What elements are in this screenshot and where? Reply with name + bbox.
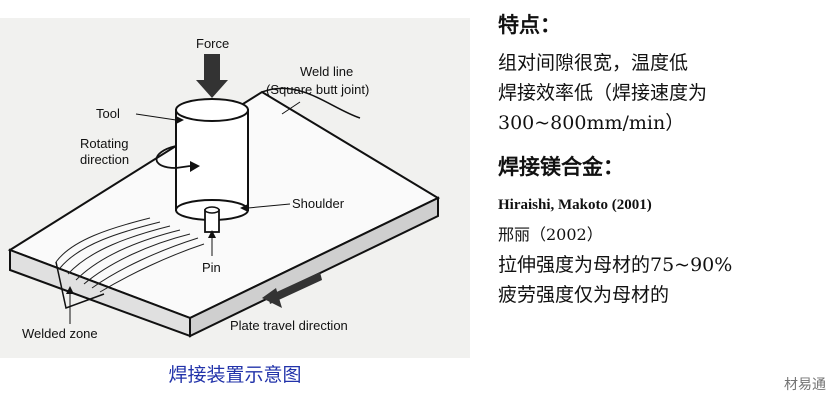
pin-label: Pin [202,260,221,275]
weld-line-label: Weld line [300,64,353,79]
tool-leader [135,113,177,121]
feature-block: 组对间隙很宽，温度低 焊接效率低（焊接速度为 300~800mm/min） [498,48,828,138]
feature-1: 组对间隙很宽，温度低 [498,52,689,74]
tool-label: Tool [96,106,120,121]
welded-zone-bead [55,261,105,310]
alloy-heading: 焊接镁合金： [498,154,624,179]
welded-zone-hatch [55,217,205,293]
weld-line-curve [261,87,361,119]
rotation-arrow [155,145,191,169]
shoulder-label: Shoulder [292,196,345,211]
result-1: 拉伸强度为母材的75~90% [498,254,733,276]
welded-zone-label: Welded zone [22,326,98,341]
force-arrow [196,54,228,98]
tool-leader-head [176,116,184,124]
weld-line-sub-label: (Square butt joint) [266,82,369,97]
plate-travel-label: Plate travel direction [230,318,348,333]
diagram-caption: 焊接装置示意图 [168,364,302,386]
shoulder-leader [247,203,291,209]
plate-side-face [189,196,439,338]
notes-panel: 特点： 组对间隙很宽，温度低 焊接效率低（焊接速度为 300~800mm/min… [498,8,828,310]
pin-leader-head [208,230,216,238]
result-2: 疲劳强度仅为母材的 [498,284,670,306]
reference-2: 邢丽（2002） [498,225,603,244]
feature-2b: 300~800mm/min） [498,112,685,134]
reference-1: Hiraishi, Makoto (2001) [498,197,652,213]
tool-cylinder [175,98,249,221]
weld-line-leader [281,101,301,115]
friction-stir-welding-diagram: Force Weld line (Square butt joint) Tool… [7,36,441,341]
shoulder-leader-head [240,204,248,212]
rotating-label: Rotating [80,136,128,151]
rotation-arrowhead [190,161,200,172]
features-heading: 特点： [498,12,561,37]
welded-zone-leader-head [66,286,74,294]
weld-line-joint [261,91,439,199]
force-label: Force [196,36,229,51]
plate-travel-arrow [262,272,322,308]
feature-2a: 焊接效率低（焊接速度为 [498,82,708,104]
pin [204,206,220,233]
watermark: 材易通 [784,377,826,393]
direction-label: direction [80,152,129,167]
